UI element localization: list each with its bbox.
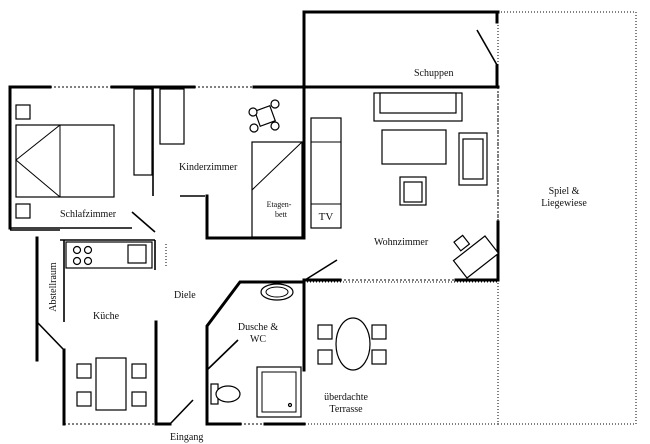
dining-chair-2 [76,391,92,407]
label-terrasse-1: überdachte [324,392,368,403]
tv-cabinet [310,117,342,229]
shower [256,366,302,418]
stove-burner-3 [72,256,82,266]
stove-burner-4 [83,256,93,266]
double-bed [15,124,115,198]
armchair-right-seat [462,138,484,180]
terrace-chair-3 [371,324,387,340]
label-etagenbett-2: bett [275,210,288,219]
bunk-bed-line [251,141,303,191]
dining-table [95,357,127,411]
stove-burner-2 [83,245,93,255]
label-terrasse-2: Terrasse [329,404,363,415]
label-spiel-1: Spiel & [549,186,580,197]
room-labels: Schuppen Spiel & Liegewiese Kinderzimmer… [48,68,587,443]
washbasin-inner [265,286,289,298]
terrace-chair-1 [317,324,333,340]
kids-chair-3 [249,123,259,133]
shower-drain [287,402,293,408]
label-spiel-2: Liegewiese [541,198,587,209]
wardrobe-bedroom [133,88,153,176]
furniture [15,88,500,418]
kitchen-door [36,321,65,351]
living-door-swing [304,259,338,281]
label-tv: TV [319,211,334,223]
label-etagenbett-1: Etagen- [267,200,292,209]
armchair-front-seat [403,181,423,203]
sofa-inner [379,92,457,114]
label-schlafzimmer: Schlafzimmer [60,209,117,220]
kitchen-sink [127,244,147,264]
label-diele: Diele [174,290,196,301]
kids-chair-1 [248,107,258,117]
nightstand-bottom [15,203,31,219]
label-eingang: Eingang [170,432,203,443]
corner-desk [452,235,500,279]
kids-table [253,104,277,128]
kids-chair-2 [270,99,280,109]
bed-cover [15,124,61,198]
shower-tray [261,371,297,413]
outdoor-outlines [304,11,637,425]
label-kueche: Küche [93,311,120,322]
dining-chair-4 [131,391,147,407]
terrace-chair-2 [317,349,333,365]
dining-chair-1 [76,363,92,379]
label-wohnzimmer: Wohnzimmer [374,237,429,248]
stove-burner-1 [72,245,82,255]
bath-door [206,339,239,371]
terrace-chair-4 [371,349,387,365]
nightstand-top [15,104,31,120]
shed-wall [302,10,500,89]
label-dusche-2: WC [250,334,266,345]
desk-chair [453,234,471,252]
label-abstellraum: Abstellraum [48,262,59,312]
washbasin [260,283,294,301]
wardrobe-kids [159,88,185,145]
bedroom-door-swing [131,211,156,233]
kids-chair-4 [270,121,280,131]
terrace-table [335,317,371,371]
lawn-outline [497,11,637,425]
bunk-bed [251,141,303,238]
coffee-table [381,129,447,165]
walls [8,10,500,426]
label-dusche-1: Dusche & [238,322,278,333]
shed-door-leaf [476,29,498,66]
toilet-bowl [215,385,241,403]
entrance-door [169,399,194,425]
label-kinderzimmer: Kinderzimmer [179,162,238,173]
label-schuppen: Schuppen [414,68,453,79]
bath-wall [205,280,306,426]
dining-chair-3 [131,363,147,379]
